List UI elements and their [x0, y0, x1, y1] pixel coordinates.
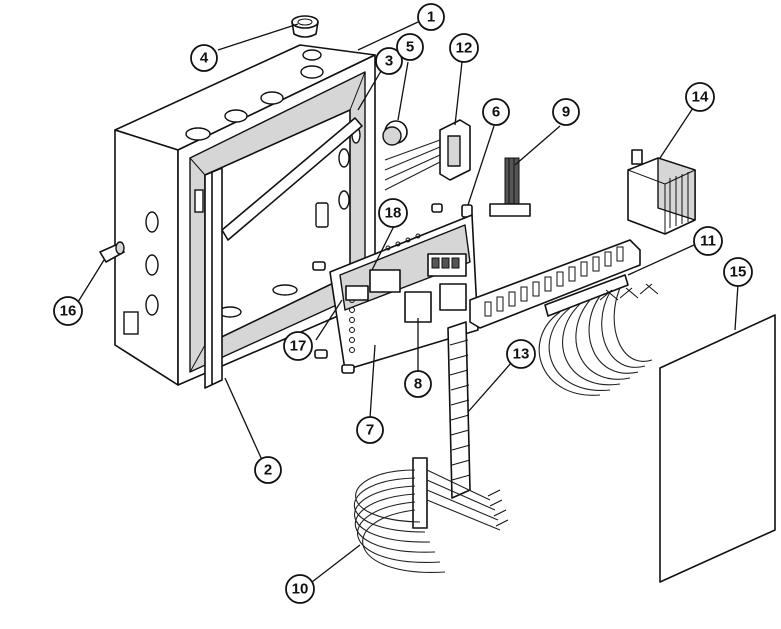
- callout-label: 2: [264, 462, 272, 479]
- callout-label: 1: [427, 9, 435, 26]
- callout-17: 17: [283, 331, 313, 361]
- callout-label: 3: [385, 53, 393, 70]
- callout-12: 12: [449, 33, 479, 63]
- wire-harness-right: [538, 274, 659, 396]
- callout-label: 4: [200, 50, 209, 67]
- callout-11: 11: [693, 226, 723, 256]
- ribbon-connector: [489, 157, 531, 217]
- side-plug: [99, 241, 125, 263]
- callout-label: 8: [414, 376, 422, 393]
- callout-label: 17: [290, 338, 307, 355]
- callout-7: 7: [356, 416, 384, 444]
- grommet: [291, 15, 319, 38]
- transformer: [627, 149, 696, 235]
- callout-5: 5: [396, 33, 424, 61]
- terminal-strip-vertical: [447, 321, 471, 499]
- callout-4: 4: [190, 44, 218, 72]
- callout-label: 12: [456, 40, 473, 57]
- wire-harness-bottom: [353, 457, 509, 573]
- callout-6: 6: [482, 98, 510, 126]
- callout-label: 6: [492, 104, 500, 121]
- callout-label: 10: [292, 581, 309, 598]
- callout-label: 15: [730, 264, 747, 281]
- plug-button: [382, 120, 408, 146]
- leader-lines: [77, 21, 739, 583]
- callout-label: 18: [385, 205, 402, 222]
- callout-10: 10: [285, 574, 315, 604]
- callout-1: 1: [417, 3, 445, 31]
- callout-14: 14: [685, 82, 715, 112]
- door-strip: [204, 167, 223, 389]
- callout-label: 16: [60, 303, 77, 320]
- wire-connector: [384, 119, 471, 191]
- callout-label: 7: [366, 422, 374, 439]
- callout-9: 9: [552, 98, 580, 126]
- callout-label: 14: [692, 89, 709, 106]
- cover-panel: [659, 314, 776, 583]
- callout-label: 13: [513, 346, 530, 363]
- callout-label: 9: [562, 104, 570, 121]
- callout-15: 15: [723, 257, 753, 287]
- circuit-board: [312, 203, 479, 374]
- mounting-strip: [221, 117, 363, 241]
- callout-2: 2: [254, 456, 282, 484]
- callout-3: 3: [375, 47, 403, 75]
- terminal-strip-horizontal: [469, 239, 641, 329]
- callout-16: 16: [53, 296, 83, 326]
- callout-8: 8: [404, 370, 432, 398]
- callout-18: 18: [378, 198, 408, 228]
- board-relay: [345, 285, 369, 301]
- callout-13: 13: [506, 339, 536, 369]
- callout-label: 11: [700, 233, 716, 250]
- callout-label: 5: [406, 39, 414, 56]
